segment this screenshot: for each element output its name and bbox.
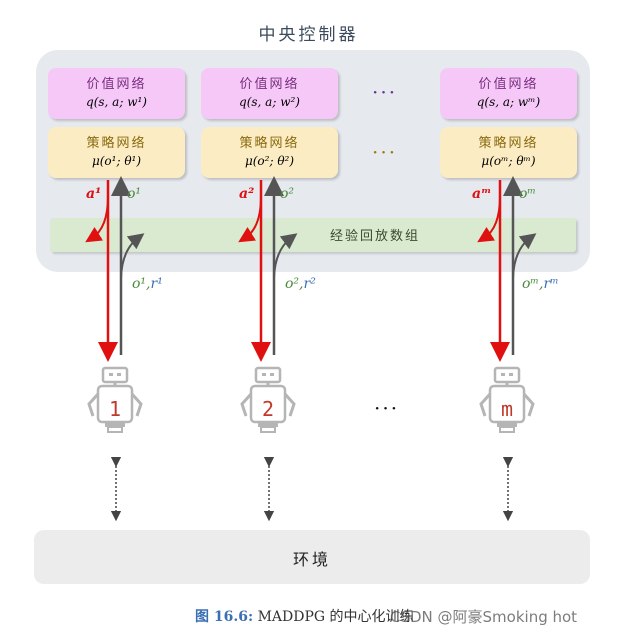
value-network-label: 价值网络: [478, 77, 539, 92]
caption-text: MADDPG 的中心化训练: [257, 609, 414, 625]
reward-part: rᵐ: [543, 276, 559, 292]
obs-to-buffer-arrow-1: [120, 233, 145, 279]
observation-label-1: o¹: [127, 186, 142, 202]
policy-network-label: 策略网络: [239, 136, 300, 151]
obs-part: o¹,: [132, 276, 151, 292]
robot-id-2: 2: [262, 397, 274, 421]
reward-part: r²: [303, 276, 316, 292]
value-network-formula: q(s, a; w¹): [86, 95, 147, 109]
action-to-buffer-arrow-1: [85, 195, 109, 243]
action-label-m: aᵐ: [472, 186, 492, 202]
obs-part: oᵐ,: [522, 276, 544, 292]
action-label-1: a¹: [86, 186, 102, 202]
reward-part: r¹: [150, 276, 163, 292]
robot-id-m: m: [501, 397, 513, 421]
environment-label: 环境: [292, 550, 331, 569]
robot-ellipsis: ···: [374, 396, 400, 420]
policy-network-formula: μ(o²; θ²): [244, 154, 295, 168]
policy-network-box-m: 策略网络 μ(oᵐ; θᵐ): [440, 127, 577, 178]
replay-buffer-label: 经验回放数组: [330, 229, 421, 244]
obs-reward-label-1: o¹,r¹: [132, 276, 163, 292]
action-to-buffer-arrow-m: [477, 195, 501, 243]
obs-part: o²,: [285, 276, 304, 292]
observation-label-m: oᵐ: [519, 186, 537, 202]
caption-figure-number: 图 16.6:: [195, 609, 254, 625]
obs-to-buffer-arrow-2: [273, 233, 298, 279]
value-network-label: 价值网络: [86, 77, 147, 92]
robot-id-1: 1: [109, 397, 121, 421]
obs-reward-label-2: o²,r²: [285, 276, 316, 292]
policy-network-label: 策略网络: [478, 136, 539, 151]
policy-network-ellipsis: ···: [372, 140, 398, 164]
value-network-formula: q(s, a; w²): [239, 95, 300, 109]
value-network-label: 价值网络: [239, 77, 300, 92]
value-network-box-m: 价值网络 q(s, a; wᵐ): [440, 68, 577, 119]
value-network-ellipsis: ···: [372, 80, 398, 104]
figure-caption: 图 16.6: MADDPG 的中心化训练: [195, 606, 414, 626]
action-to-buffer-arrow-2: [238, 195, 262, 243]
value-network-formula: q(s, a; wᵐ): [476, 95, 541, 109]
observation-label-2: o²: [280, 186, 295, 202]
policy-network-box-1: 策略网络 μ(o¹; θ¹): [48, 127, 185, 178]
policy-network-formula: μ(oᵐ; θᵐ): [481, 154, 536, 168]
value-network-box-1: 价值网络 q(s, a; w¹): [48, 68, 185, 119]
action-label-2: a²: [239, 186, 255, 202]
policy-network-box-2: 策略网络 μ(o²; θ²): [201, 127, 338, 178]
central-controller-title: 中央控制器: [258, 25, 359, 45]
policy-network-formula: μ(o¹; θ¹): [91, 154, 142, 168]
policy-network-label: 策略网络: [86, 136, 147, 151]
value-network-box-2: 价值网络 q(s, a; w²): [201, 68, 338, 119]
environment-box: [34, 530, 590, 584]
obs-to-buffer-arrow-m: [512, 233, 537, 279]
watermark: CSDN @阿豪Smoking hot: [390, 608, 578, 626]
obs-reward-label-m: oᵐ,rᵐ: [522, 276, 559, 292]
